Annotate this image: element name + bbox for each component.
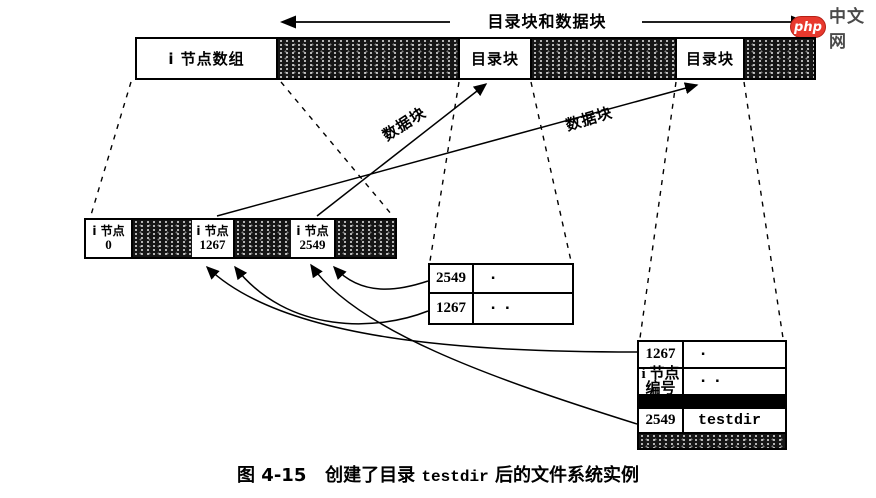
top-span-arrow-label: 目录块和数据块 [487, 12, 607, 31]
site-name-text: 中文网 [828, 7, 865, 52]
table-row: 2549 testdir [639, 409, 785, 434]
entry-filename: . [698, 342, 713, 361]
inode-cell-2549-number: 2549 [299, 236, 326, 252]
other-entries-filled-row [639, 396, 785, 409]
inode-cell-0-number: 0 [105, 236, 112, 252]
inode-array-block: i 节点数组 [137, 39, 278, 78]
testdir-directory-block-table: 2549 . 1267 .. [428, 263, 574, 325]
table-row: i 节点 编号 .. [639, 367, 785, 396]
entry-filename: .. [698, 369, 727, 388]
inode-cell-2549: i 节点 2549 [291, 220, 336, 257]
entry-inode-number: 2549 [639, 409, 684, 432]
expansion-fan-dashed-lines [90, 81, 784, 339]
entry-filename: testdir [698, 412, 762, 429]
inode-cell-0-label: i 节点 [92, 224, 125, 239]
shaded-remainder-row [639, 434, 785, 448]
php-chinese-site-logo: php 中文网 [790, 2, 876, 52]
shaded-blocks-2 [532, 39, 675, 78]
entry-filename: . [488, 266, 503, 285]
filesystem-layout-bar: i 节点数组 目录块 目录块 [135, 37, 816, 80]
shaded-blocks-3 [745, 39, 814, 78]
inode-cell-2549-label: i 节点 [296, 224, 329, 239]
shaded-blocks-1 [278, 39, 458, 78]
table-row: 1267 . [639, 342, 785, 369]
entry-filename: .. [488, 296, 517, 315]
parent-directory-block-table: 1267 . i 节点 编号 .. 2549 testdir [637, 340, 787, 450]
caption-code-testdir: testdir [421, 468, 489, 486]
inode-shaded-2 [235, 220, 291, 257]
inode-shaded-3 [336, 220, 395, 257]
directory-block-1: 目录块 [458, 39, 532, 78]
figure-caption: 图 4-15 创建了目录 testdir 后的文件系统实例 [237, 465, 639, 486]
inode-shaded-1 [133, 220, 192, 257]
inode-array-detail-bar: i 节点 0 i 节点 1267 i 节点 2549 [84, 218, 397, 259]
table-row: 1267 .. [430, 294, 572, 323]
inode-cell-1267: i 节点 1267 [192, 220, 235, 257]
inode-number-column-label: i 节点 编号 [639, 367, 684, 396]
php-logo-badge: php [790, 16, 826, 38]
inode-cell-0: i 节点 0 [86, 220, 133, 257]
entry-to-inode-curved-arrows [205, 263, 638, 425]
figure-number: 图 4-15 [237, 465, 307, 486]
inode-to-datablock-arrows [216, 82, 699, 217]
table-row: 2549 . [430, 265, 572, 294]
directory-block-2: 目录块 [675, 39, 745, 78]
inode-cell-1267-label: i 节点 [196, 224, 229, 239]
inode-cell-1267-number: 1267 [199, 236, 226, 252]
entry-inode-number: 1267 [430, 294, 474, 323]
entry-inode-number: 1267 [639, 342, 684, 367]
entry-inode-number: 2549 [430, 265, 474, 292]
